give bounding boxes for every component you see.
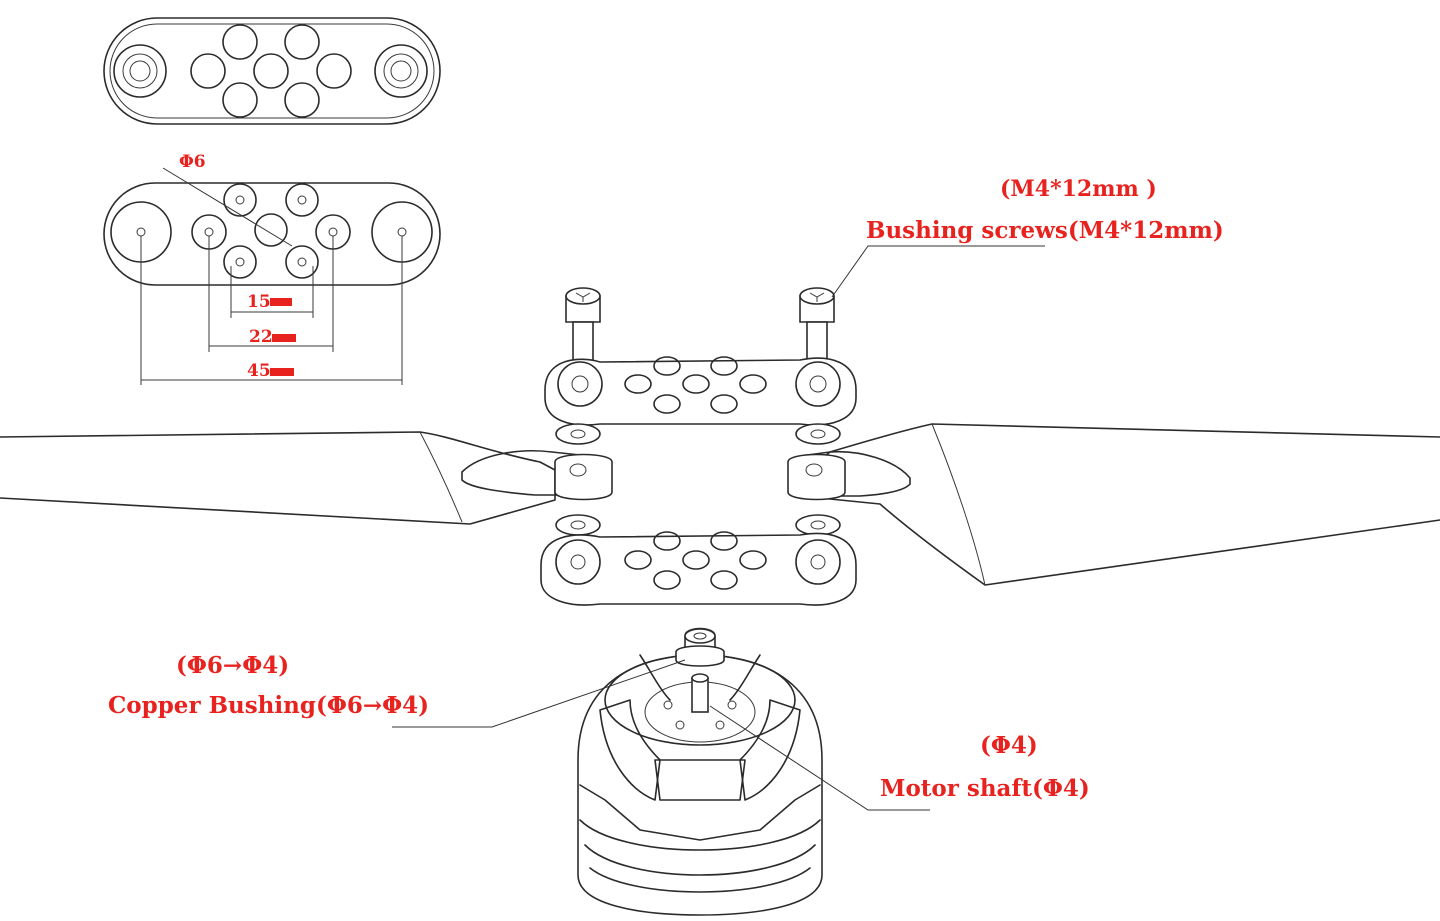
washer-stack-right [787,423,846,536]
propeller-right-blade [799,423,1440,586]
dim-15-value: 15 [247,292,271,312]
dim-22: 22 [249,327,296,347]
copper-bushing-label: Copper Bushing(Φ6→Φ4) [108,692,429,719]
dim-45-value: 45 [247,361,271,381]
washer-stack-left [554,423,613,536]
hub-plate-top-view [103,17,441,125]
bushing-screws-label: Bushing screws(M4*12mm) [866,217,1224,244]
dim-45-unit-mark [270,368,294,376]
copper-bushing [675,627,725,667]
bushing-screw-left [565,287,601,365]
leader-lines [392,245,1045,811]
dim-45: 45 [247,361,294,381]
propeller-left-blade [0,431,581,525]
upper-hub-plate [544,356,857,426]
phi6-label: Φ6 [179,152,206,172]
shaft-spec-label: (Φ4) [980,732,1038,759]
hub-plate-dimension-view [103,167,441,385]
dim-22-value: 22 [249,327,273,347]
dim-22-unit-mark [272,334,296,342]
bushing-spec-label: (Φ6→Φ4) [176,652,289,679]
lower-hub-plate [540,531,857,606]
screw-spec-label: (M4*12mm ) [1000,176,1157,202]
motor-shaft-label: Motor shaft(Φ4) [880,775,1090,802]
brushless-motor [577,654,823,916]
bushing-screw-right [799,287,835,365]
dim-15: 15 [247,292,292,312]
dim-15-unit-mark [270,298,292,306]
